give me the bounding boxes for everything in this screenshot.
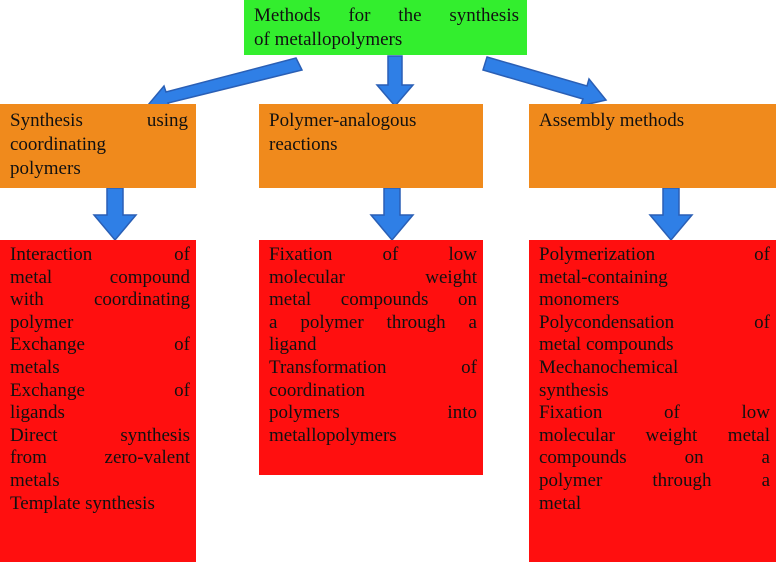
detail-line: metal compounds on (269, 289, 477, 311)
detail-line: Template synthesis (10, 492, 155, 514)
detail-line: from zero-valent (10, 447, 190, 469)
detail-line: monomers (539, 289, 620, 311)
detail-line: metal (539, 492, 582, 514)
category-label-line: polymers (10, 158, 81, 179)
arrow-assembly-to-details (648, 187, 694, 242)
category-label-line: reactions (269, 134, 338, 155)
detail-line: metals (10, 469, 60, 491)
detail-line: Exchange of (10, 334, 190, 356)
arrow-synthesis-to-details (92, 187, 138, 242)
detail-line: compounds on a (539, 447, 770, 469)
detail-line: metal-containing (539, 266, 668, 288)
detail-line: Direct synthesis (10, 424, 190, 446)
detail-line: Interaction of (10, 244, 190, 265)
detail-line: molecular weight (269, 266, 477, 288)
detail-line: metals (10, 356, 60, 378)
details-assembly-methods: Polymerization of metal-containing monom… (529, 240, 776, 562)
detail-line: coordination (269, 379, 366, 401)
detail-line: polymers into (269, 402, 477, 424)
detail-line: metallopolymers (269, 424, 397, 446)
arrow-title-to-assembly (482, 56, 608, 108)
details-polymer-analogous-reactions: Fixation of low molecular weight metal c… (259, 240, 483, 475)
title-box: Methods for the synthesis of metallopoly… (244, 0, 527, 55)
arrow-title-to-synthesis (146, 57, 304, 112)
detail-line: ligand (269, 334, 317, 356)
detail-line: polymer (10, 311, 74, 333)
detail-line: Exchange of (10, 379, 190, 401)
category-label-line: Synthesis using (10, 110, 188, 131)
detail-line: Mechanochemical (539, 356, 679, 378)
detail-line: polymer through a (539, 469, 770, 491)
detail-line: metal compound (10, 266, 190, 288)
detail-line: a polymer through a (269, 311, 477, 333)
detail-line: Polymerization of (539, 244, 770, 265)
detail-line: ligands (10, 402, 65, 424)
details-synthesis-coordinating-polymers: Interaction of metal compound with coord… (0, 240, 196, 562)
detail-line: synthesis (539, 379, 609, 401)
category-label-line: Polymer-analogous (269, 110, 417, 131)
detail-line: Transformation of (269, 356, 477, 378)
detail-line: metal compounds (539, 334, 674, 356)
arrow-title-to-polymer-analogous (375, 55, 415, 108)
category-polymer-analogous-reactions: Polymer-analogous reactions (259, 104, 483, 188)
detail-line: molecular weight metal (539, 424, 770, 446)
arrow-polymer-analogous-to-details (369, 187, 415, 242)
detail-line: with coordinating (10, 289, 190, 311)
category-label-line: coordinating (10, 134, 107, 155)
category-label-line: Assembly methods (539, 110, 685, 131)
detail-line: Polycondensation of (539, 311, 770, 333)
category-assembly-methods: Assembly methods (529, 104, 776, 188)
detail-line: Fixation of low (269, 244, 477, 265)
title-line-2: of metallopolymers (254, 29, 403, 50)
title-line-1: Methods for the synthesis (254, 5, 519, 26)
category-synthesis-coordinating-polymers: Synthesis using coordinating polymers (0, 104, 196, 188)
detail-line: Fixation of low (539, 402, 770, 424)
